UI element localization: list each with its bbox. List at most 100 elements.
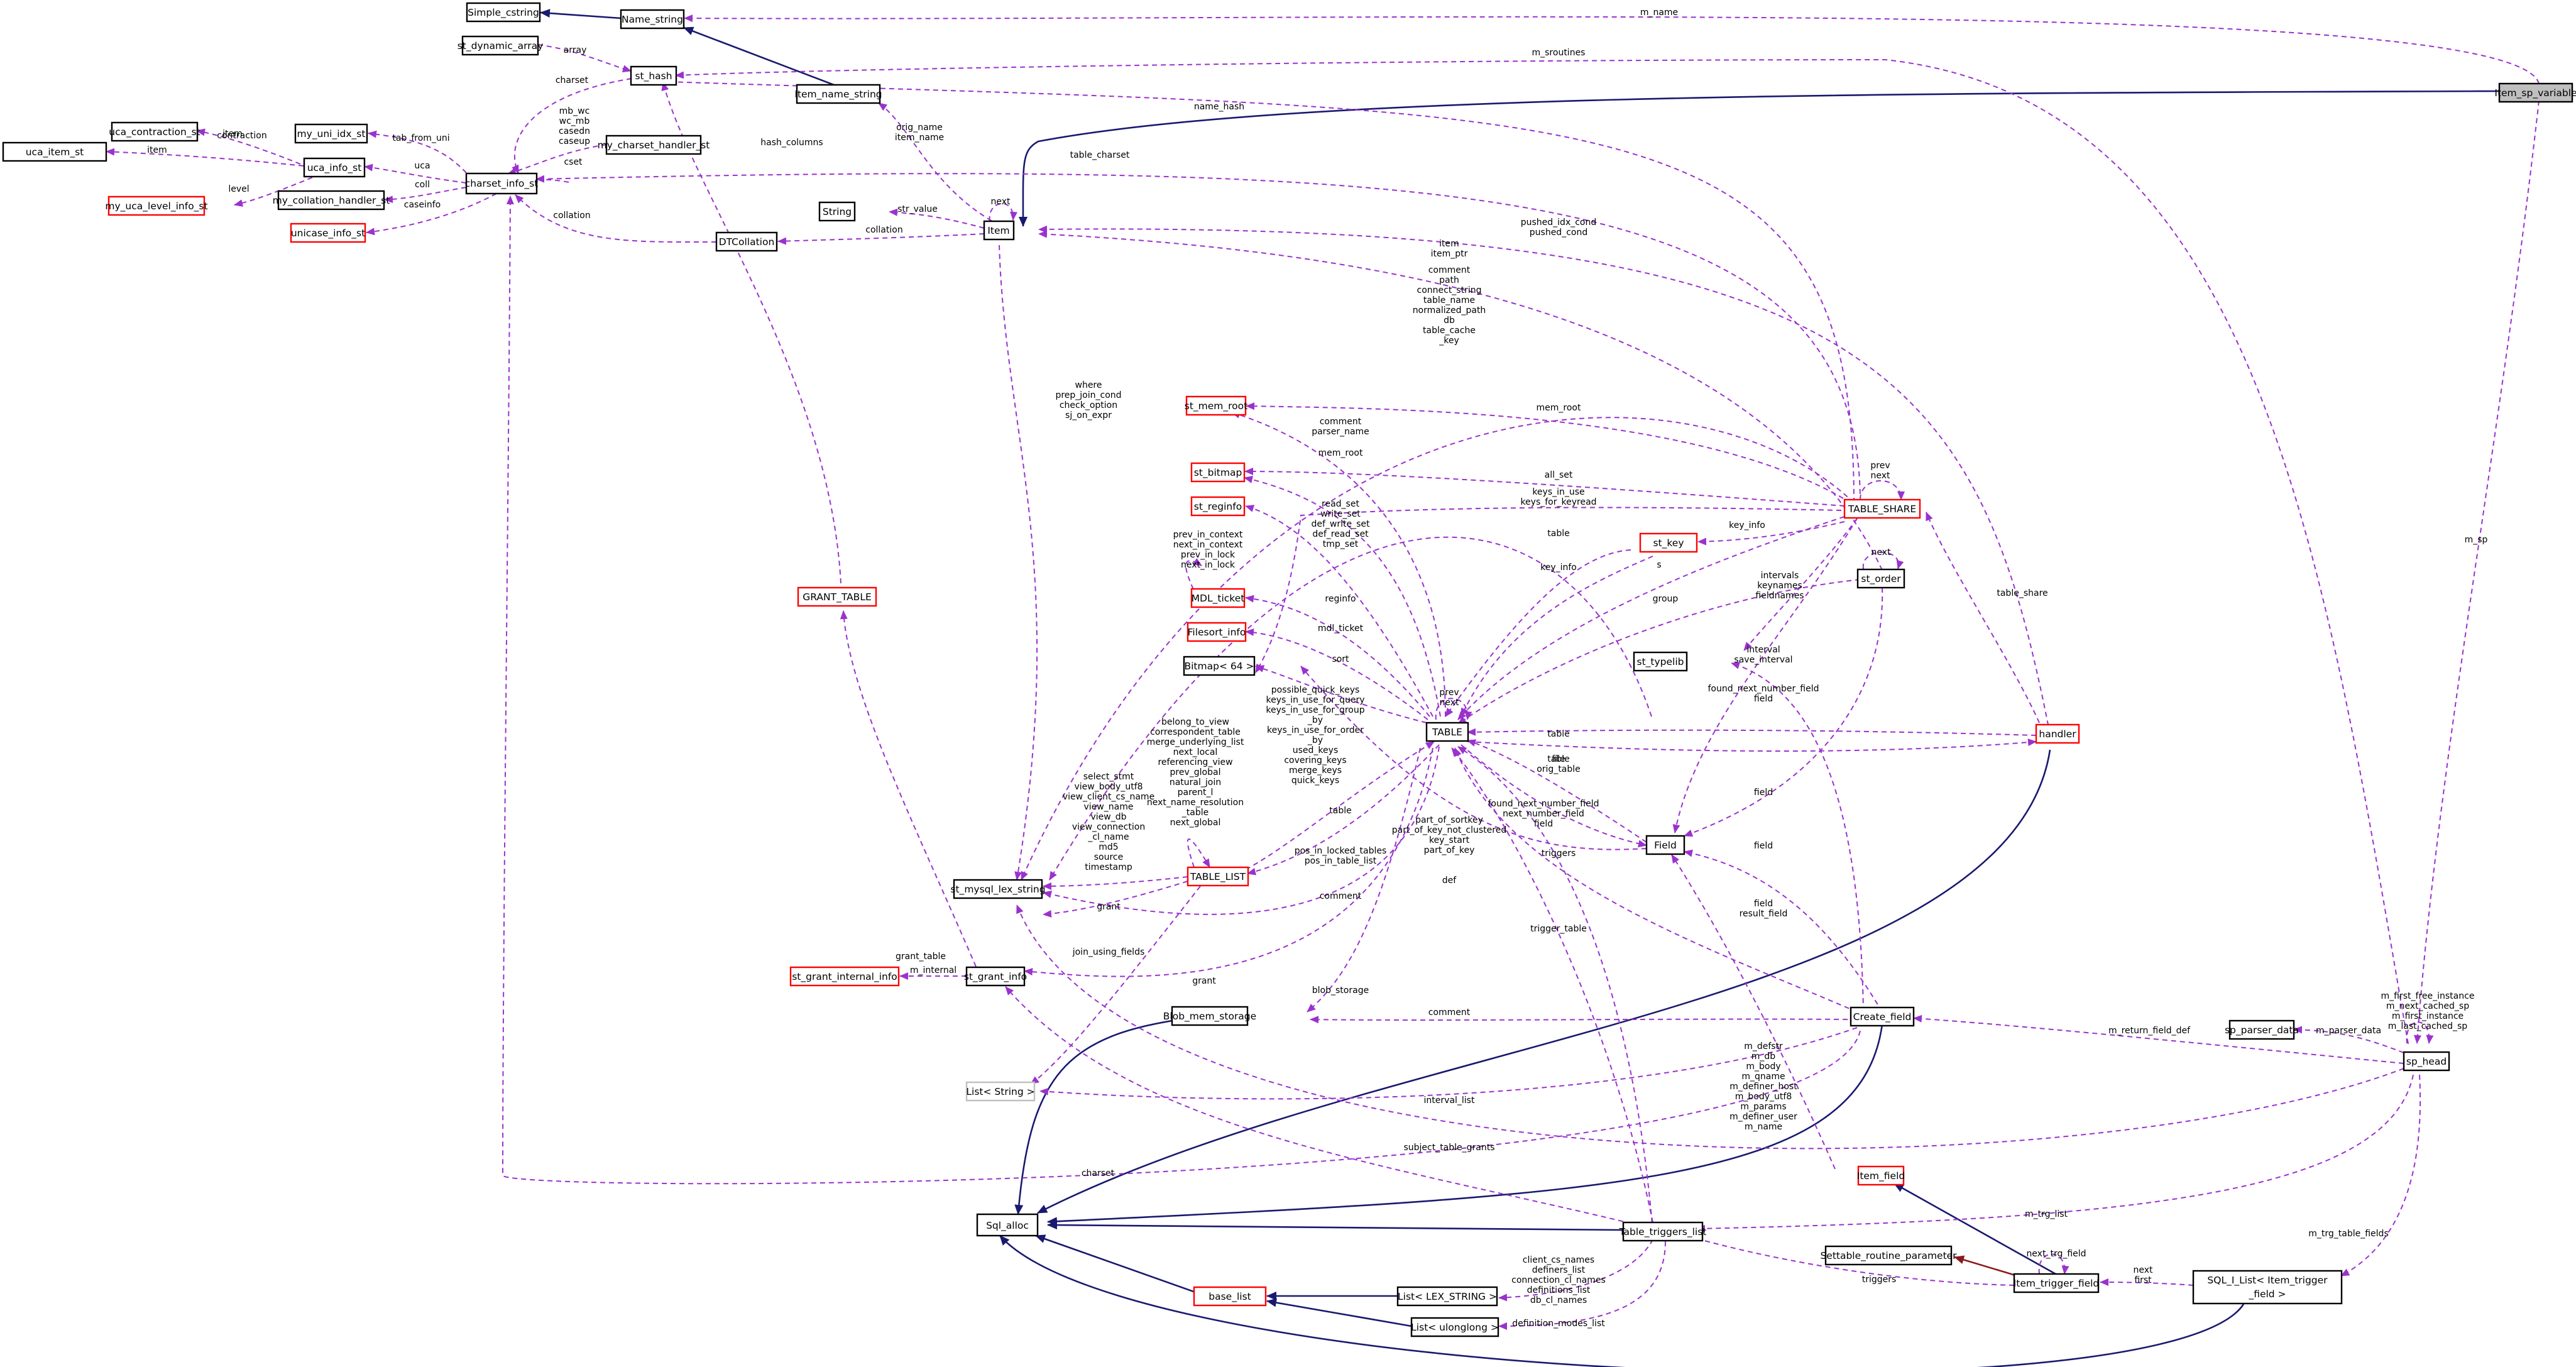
edge-label-m-name: m_name: [1640, 8, 1678, 18]
edge-label-tab-from-uni: tab_from_uni: [392, 133, 449, 143]
edge-label-definition-modes: definition_modes_list: [1512, 1319, 1605, 1329]
node-bitmap64[interactable]: Bitmap< 64 >: [1183, 656, 1256, 676]
edge-label-line: casedn: [559, 126, 590, 136]
edge-label-m-trg-list: m_trg_list: [2025, 1209, 2068, 1219]
node-sql-i-list[interactable]: SQL_I_List< Item_trigger_field >: [2192, 1270, 2343, 1305]
node-label: st_key: [1653, 537, 1684, 549]
node-st-bitmap[interactable]: st_bitmap: [1190, 462, 1246, 483]
edge-label-line: sj_on_expr: [1065, 410, 1112, 420]
edge-label-line: view_client_cs_name: [1063, 792, 1154, 802]
node-item-name-string[interactable]: Item_name_string: [794, 84, 882, 104]
node-label: String: [823, 206, 852, 217]
node-sp-head[interactable]: sp_head: [2403, 1051, 2450, 1072]
node-label: Simple_cstring: [468, 7, 539, 19]
edge-found-next-number-table: [1461, 744, 1647, 848]
edge-label-line: collation: [553, 211, 590, 221]
node-list-string[interactable]: List< String >: [965, 1081, 1036, 1102]
node-list-lex-string[interactable]: List< LEX_STRING >: [1396, 1286, 1498, 1307]
node-simple-cstring[interactable]: Simple_cstring: [466, 2, 541, 23]
edge-label-line: keys_for_keyread: [1520, 497, 1596, 507]
edge-label-line: table: [1329, 806, 1351, 816]
node-st-hash[interactable]: st_hash: [630, 65, 677, 86]
edge-label-line: comment: [1320, 891, 1362, 901]
node-table-share[interactable]: TABLE_SHARE: [1843, 498, 1921, 519]
node-table[interactable]: TABLE: [1425, 722, 1469, 742]
edge-label-line: _cl_name: [1087, 832, 1129, 842]
node-table-triggers-list[interactable]: Table_triggers_list: [1619, 1221, 1707, 1242]
node-uca-info-st[interactable]: uca_info_st: [303, 157, 366, 178]
edge-label-line: item_ptr: [1431, 249, 1468, 259]
node-dtcollation[interactable]: DTCollation: [715, 231, 778, 252]
node-my-uca-level-info-st[interactable]: my_uca_level_info_st: [105, 195, 208, 216]
edge-m-sroutines: [675, 58, 2409, 1045]
edge-label-line: table: [1547, 529, 1569, 539]
node-item-field[interactable]: Item_field: [1857, 1165, 1905, 1186]
node-label: Field: [1654, 840, 1677, 851]
edge-label-line: wc_mb: [559, 116, 590, 126]
edge-label-line: grant: [1097, 902, 1121, 912]
edge-label-line: pushed_cond: [1530, 228, 1587, 238]
edge-label-line: write_set: [1320, 509, 1361, 519]
edge-item-sp-variable-to-item: [1018, 90, 2500, 227]
node-settable-routine-parameter[interactable]: Settable_routine_parameter: [1820, 1245, 1957, 1266]
node-label: Item_field: [1857, 1170, 1905, 1182]
node-uca-contraction-st[interactable]: uca_contraction_st: [109, 121, 200, 142]
edge-table-charset: [535, 173, 1861, 503]
node-label: List< String >: [966, 1086, 1034, 1097]
node-string[interactable]: String: [818, 201, 856, 222]
edge-label-m-parser-data: m_parser_data: [2316, 1026, 2381, 1036]
edge-label-line: blob_storage: [1312, 985, 1369, 996]
node-unicase-info-st[interactable]: unicase_info_st: [290, 222, 366, 243]
node-st-dynamic-array[interactable]: st_dynamic_array: [458, 35, 544, 56]
node-list-ulonglong[interactable]: List< ulonglong >: [1410, 1317, 1499, 1337]
node-handler[interactable]: handler: [2035, 723, 2080, 744]
node-table-list[interactable]: TABLE_LIST: [1187, 866, 1249, 887]
node-blob-mem-storage[interactable]: Blob_mem_storage: [1163, 1006, 1256, 1026]
node-my-uni-idx-st[interactable]: my_uni_idx_st: [294, 123, 368, 144]
edge-label-line: _by: [1307, 715, 1323, 725]
node-mdl-ticket[interactable]: MDL_ticket: [1190, 588, 1246, 608]
node-st-mysql-lex-string[interactable]: st_mysql_lex_string: [950, 879, 1046, 899]
node-my-charset-handler-st[interactable]: my_charset_handler_st: [598, 135, 710, 155]
node-st-typelib[interactable]: st_typelib: [1633, 651, 1688, 672]
edge-label-line: m_name: [1640, 8, 1678, 18]
edge-label-line: caseinfo: [404, 200, 441, 210]
node-label: st_dynamic_array: [458, 40, 544, 52]
node-st-reginfo[interactable]: st_reginfo: [1190, 496, 1246, 517]
node-label: Item_sp_variable: [2494, 87, 2576, 99]
node-st-grant-internal-info[interactable]: st_grant_internal_info: [789, 966, 900, 987]
node-my-collation-handler-st[interactable]: my_collation_handler_st: [273, 190, 390, 211]
node-field[interactable]: Field: [1645, 835, 1685, 855]
node-st-order[interactable]: st_order: [1856, 568, 1905, 589]
node-uca-item-st[interactable]: uca_item_st: [2, 141, 107, 162]
edge-key-info-table: [1461, 556, 1653, 717]
edge-label-field-create: field: [1754, 841, 1773, 851]
edge-next-first: [2100, 1278, 2194, 1287]
edge-label-line: contraction: [217, 131, 266, 141]
edge-label-line: item: [1439, 239, 1459, 249]
edge-label-line: table_share: [1997, 588, 2047, 598]
edge-collation-item: [777, 233, 985, 245]
node-st-mem-root[interactable]: st_mem_root: [1185, 395, 1247, 416]
node-st-key[interactable]: st_key: [1639, 532, 1698, 553]
node-create-field[interactable]: Create_field: [1850, 1006, 1915, 1027]
edge-label-table-tl: table: [1329, 806, 1351, 816]
node-sp-parser-data[interactable]: sp_parser_data: [2225, 1019, 2299, 1040]
node-item-trigger-field[interactable]: Item_trigger_field: [2014, 1273, 2100, 1293]
node-sql-alloc[interactable]: Sql_alloc: [976, 1213, 1039, 1237]
node-st-grant-info[interactable]: st_grant_info: [964, 966, 1027, 987]
node-grant-table[interactable]: GRANT_TABLE: [797, 586, 877, 607]
edge-label-where: whereprep_join_condcheck_optionsj_on_exp…: [1055, 380, 1121, 420]
node-charset-info-st[interactable]: charset_info_st: [465, 172, 539, 195]
node-item[interactable]: Item: [983, 220, 1015, 241]
node-item-sp-variable[interactable]: Item_sp_variable: [2494, 82, 2576, 103]
edge-label-line: array: [564, 45, 587, 55]
edge-label-line: m_first_free_instance: [2381, 991, 2475, 1001]
node-filesort-info[interactable]: Filesort_info: [1187, 622, 1247, 642]
edge-label-triggers: triggers: [1542, 848, 1576, 859]
node-base-list[interactable]: base_list: [1193, 1286, 1267, 1307]
node-name-string[interactable]: Name_string: [620, 9, 685, 30]
edge-label-line: db: [1444, 316, 1455, 326]
